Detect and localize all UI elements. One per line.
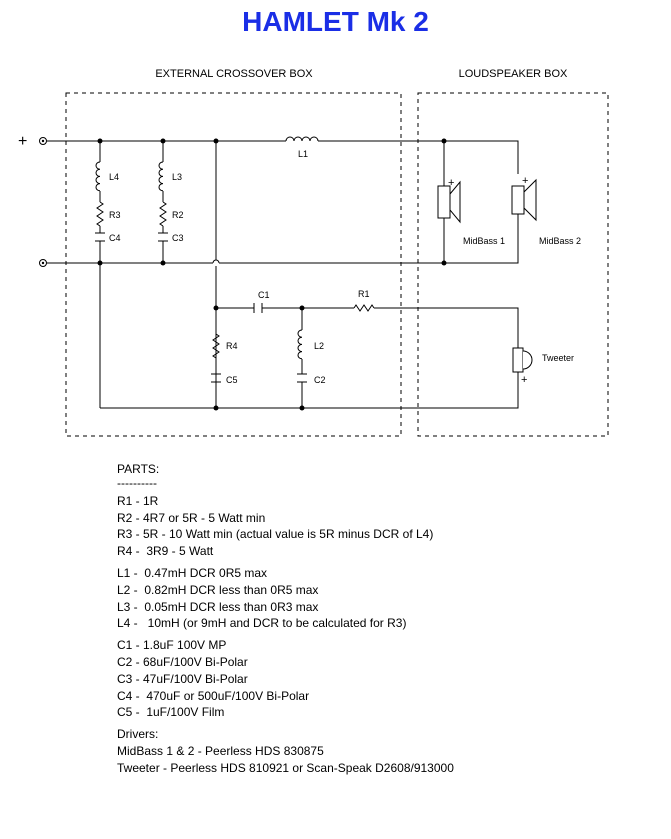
- bottom-return: [100, 372, 519, 409]
- r1-resistor: [353, 304, 375, 312]
- l1-label: L1: [298, 149, 308, 159]
- r4-resistor: [212, 333, 220, 359]
- tweeter-label: Tweeter: [542, 353, 574, 363]
- r1-label: R1: [358, 289, 370, 299]
- r3-label: R3: [109, 210, 121, 220]
- tweeter-speaker-icon: [512, 347, 533, 373]
- page-title: HAMLET Mk 2: [242, 6, 429, 37]
- midbass1-label: MidBass 1: [463, 236, 505, 246]
- speaker-box-label: LOUDSPEAKER BOX: [459, 68, 568, 80]
- parts-heading: PARTS:: [117, 462, 160, 476]
- resistor-list: R1 - 1R R2 - 4R7 or 5R - 5 Watt min R3 -…: [117, 493, 454, 560]
- midbass2-label: MidBass 2: [539, 236, 581, 246]
- inductor-list: L1 - 0.47mH DCR 0R5 max L2 - 0.82mH DCR …: [117, 565, 454, 632]
- list-item: C5 - 1uF/100V Film: [117, 705, 225, 720]
- tweeter-plus: +: [521, 374, 527, 386]
- midbass1-speaker-icon: [437, 180, 461, 224]
- list-item: R4 - 3R9 - 5 Watt: [117, 544, 214, 559]
- crossover-schematic: EXTERNAL CROSSOVER BOX LOUDSPEAKER BOX +…: [18, 68, 609, 437]
- list-item: R3 - 5R - 10 Watt min (actual value is 5…: [117, 527, 434, 542]
- list-item: Tweeter - Peerless HDS 810921 or Scan-Sp…: [117, 760, 454, 775]
- list-item: C2 - 68uF/100V Bi-Polar: [117, 654, 248, 669]
- l4-inductor: [95, 161, 101, 192]
- c5-label: C5: [226, 375, 238, 385]
- top-rail: [47, 140, 519, 174]
- l1-inductor: [285, 136, 319, 142]
- driver-list: Drivers: MidBass 1 & 2 - Peerless HDS 83…: [117, 726, 454, 776]
- capacitor-list: C1 - 1.8uF 100V MP C2 - 68uF/100V Bi-Pol…: [117, 637, 454, 721]
- midbass2-speaker-icon: [511, 178, 537, 222]
- list-item: C4 - 470uF or 500uF/100V Bi-Polar: [117, 688, 310, 703]
- c2-capacitor: [297, 373, 307, 383]
- l4-label: L4: [109, 172, 119, 182]
- l2-label: L2: [314, 341, 324, 351]
- plus-terminal-label: +: [18, 133, 27, 150]
- list-item: MidBass 1 & 2 - Peerless HDS 830875: [117, 743, 324, 758]
- list-item: L2 - 0.82mH DCR less than 0R5 max: [117, 582, 319, 597]
- list-item: R2 - 4R7 or 5R - 5 Watt min: [117, 510, 266, 525]
- common-rail: [47, 214, 519, 264]
- c5-capacitor: [211, 373, 221, 383]
- crossover-box-label: EXTERNAL CROSSOVER BOX: [155, 68, 313, 80]
- c2-label: C2: [314, 375, 326, 385]
- list-item: L3 - 0.05mH DCR less than 0R3 max: [117, 599, 319, 614]
- list-item: C3 - 47uF/100V Bi-Polar: [117, 671, 248, 686]
- list-item: C1 - 1.8uF 100V MP: [117, 638, 227, 653]
- junction-dots: [97, 138, 447, 411]
- list-item: R1 - 1R: [117, 493, 159, 508]
- list-item: L4 - 10mH (or 9mH and DCR to be calculat…: [117, 616, 407, 631]
- l3-label: L3: [172, 172, 182, 182]
- parts-list: PARTS: ---------- R1 - 1R R2 - 4R7 or 5R…: [117, 461, 454, 777]
- r3-resistor: [96, 201, 104, 227]
- drivers-heading: Drivers:: [117, 727, 159, 742]
- list-item: L1 - 0.47mH DCR 0R5 max: [117, 565, 268, 580]
- c3-label: C3: [172, 233, 184, 243]
- tweeter-series-line: [216, 307, 519, 348]
- speaker-box-outline: [417, 92, 609, 437]
- midbass1-plus: +: [448, 177, 454, 189]
- midbass2-plus: +: [522, 175, 528, 187]
- crossover-box-outline: [65, 92, 402, 437]
- c3-capacitor: [158, 232, 168, 242]
- c1-label: C1: [258, 290, 270, 300]
- r4-label: R4: [226, 341, 238, 351]
- l2-inductor: [297, 329, 303, 360]
- c4-label: C4: [109, 233, 121, 243]
- l3-inductor: [158, 161, 164, 192]
- c1-capacitor: [253, 303, 263, 313]
- r2-label: R2: [172, 210, 184, 220]
- plus-terminal: [39, 137, 47, 145]
- parts-heading-underline: ----------: [117, 475, 157, 490]
- r2-resistor: [159, 201, 167, 227]
- minus-terminal: [39, 259, 47, 267]
- c4-capacitor: [95, 232, 105, 242]
